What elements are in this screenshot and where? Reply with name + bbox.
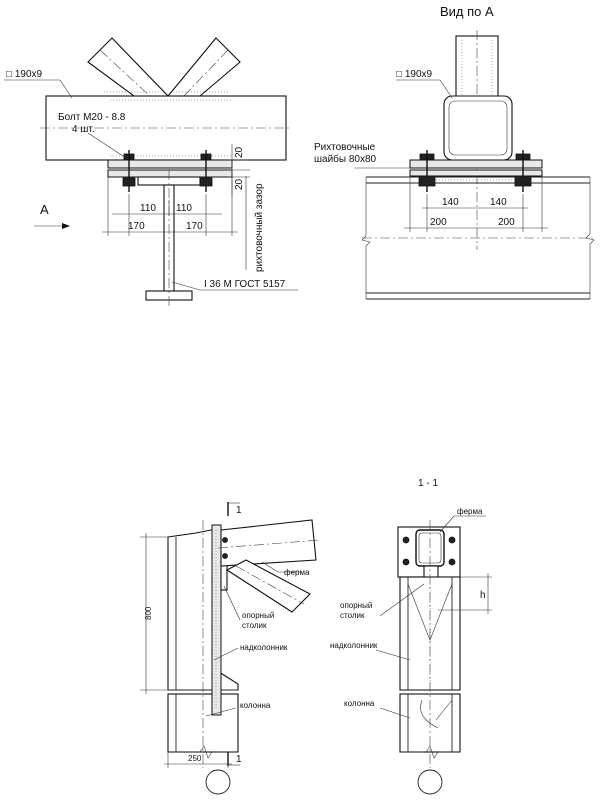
label-bolt: Болт М20 - 8.8 xyxy=(58,112,126,123)
bl-leader-truss-tip xyxy=(261,561,279,573)
view-arrow xyxy=(34,223,70,229)
tr-bolt-right xyxy=(514,150,532,192)
br-leader-column xyxy=(379,707,411,719)
br-column xyxy=(399,520,461,768)
h-dimension xyxy=(438,573,492,614)
tr-bottom-plate xyxy=(409,169,543,177)
bl-height-dim: 800 xyxy=(144,606,153,620)
bl-leader-column xyxy=(205,707,237,717)
bottom-left-view: 1 1 800 ферма опорный столик надколонник… xyxy=(140,502,321,795)
leader-bolt xyxy=(87,132,127,159)
label-beam: I 36 М ГОСТ 5157 xyxy=(204,279,286,290)
bl-section-mark-top: 1 xyxy=(236,505,242,516)
label-dim-110b: 110 xyxy=(176,203,192,214)
br-leader-support xyxy=(379,583,425,617)
label-dim-20b: 20 xyxy=(234,178,245,190)
axis-bubble-left xyxy=(205,769,231,795)
tr-top-plate xyxy=(409,159,543,169)
br-label-upper-column: надколонник xyxy=(330,641,378,650)
leader-profile-tip xyxy=(59,79,73,99)
tr-dim-140a: 140 xyxy=(442,197,459,208)
vertical-tube xyxy=(455,30,499,250)
label-dim-170a: 170 xyxy=(128,221,145,232)
bottom-plate xyxy=(107,169,233,178)
label-profile-tl: □ 190x9 xyxy=(6,69,43,80)
label-dim-20a: 20 xyxy=(234,146,245,158)
bl-label-support-1: опорный xyxy=(242,611,274,620)
leader-beam xyxy=(171,281,201,291)
truss-diagonal xyxy=(225,559,311,613)
diagonal-member-left xyxy=(87,37,170,99)
bl-label-column: колонна xyxy=(240,701,271,710)
label-dim-110a: 110 xyxy=(140,203,156,214)
column xyxy=(167,520,239,768)
dimensions-top-right xyxy=(404,176,548,232)
br-label-h: h xyxy=(480,590,486,601)
bolt-right xyxy=(199,150,213,192)
label-gap: рихтовочный зазор xyxy=(254,183,265,272)
bl-label-upper-column: надколонник xyxy=(240,643,288,652)
bl-section-mark-bottom: 1 xyxy=(236,754,242,765)
tr-label-washers-2: шайбы 80x80 xyxy=(314,153,377,165)
br-label-truss: ферма xyxy=(457,507,483,516)
axis-bubble-right xyxy=(417,769,443,795)
tr-leader-profile-tip xyxy=(439,79,453,99)
square-section xyxy=(443,95,513,161)
tr-title: Вид по А xyxy=(440,4,494,19)
top-right-view: Вид по А □ 190x9 Рихтовочные шайбы 80x80… xyxy=(314,4,595,300)
dimensions-top-left xyxy=(102,144,250,270)
br-title: 1 - 1 xyxy=(418,478,438,489)
br-label-column: колонна xyxy=(344,699,375,708)
tr-dim-200a: 200 xyxy=(430,217,447,228)
br-label-support-1: опорный xyxy=(340,601,372,610)
bl-label-support-2: столик xyxy=(242,621,267,630)
br-leader-truss-tip xyxy=(439,515,455,533)
diagonal-member-right xyxy=(166,37,241,99)
tr-label-profile: □ 190x9 xyxy=(396,69,433,80)
bl-leader-support xyxy=(223,585,241,621)
section-mark-bottom xyxy=(227,752,240,766)
bl-label-truss: ферма xyxy=(284,568,310,577)
tr-dim-140b: 140 xyxy=(490,197,507,208)
top-left-view: □ 190x9 Болт М20 - 8.8 4 шт. 20 20 рихто… xyxy=(4,37,298,306)
support-plate xyxy=(211,524,228,716)
bl-leader-upper-column xyxy=(213,647,239,661)
chord-tube xyxy=(40,95,292,161)
bl-width-dim: 250 xyxy=(188,754,202,763)
br-leader-upper-column xyxy=(375,649,411,661)
bottom-right-view: 1 - 1 ферма опорный столик h надколонник… xyxy=(330,478,492,795)
height-dimension xyxy=(140,533,170,694)
tr-label-washers-1: Рихтовочные xyxy=(314,142,376,153)
tr-dim-200b: 200 xyxy=(498,217,515,228)
section-mark-top xyxy=(227,502,240,516)
label-view-arrow: А xyxy=(40,202,49,217)
top-plate xyxy=(107,159,233,169)
label-bolt-count: 4 шт. xyxy=(72,124,95,135)
tr-bolt-left xyxy=(418,150,436,192)
label-dim-170b: 170 xyxy=(186,221,203,232)
i-beam-section xyxy=(137,170,201,306)
tr-long-beam xyxy=(361,176,595,300)
truss-chord xyxy=(217,519,321,567)
upper-column xyxy=(167,528,239,695)
br-label-support-2: столик xyxy=(340,611,365,620)
